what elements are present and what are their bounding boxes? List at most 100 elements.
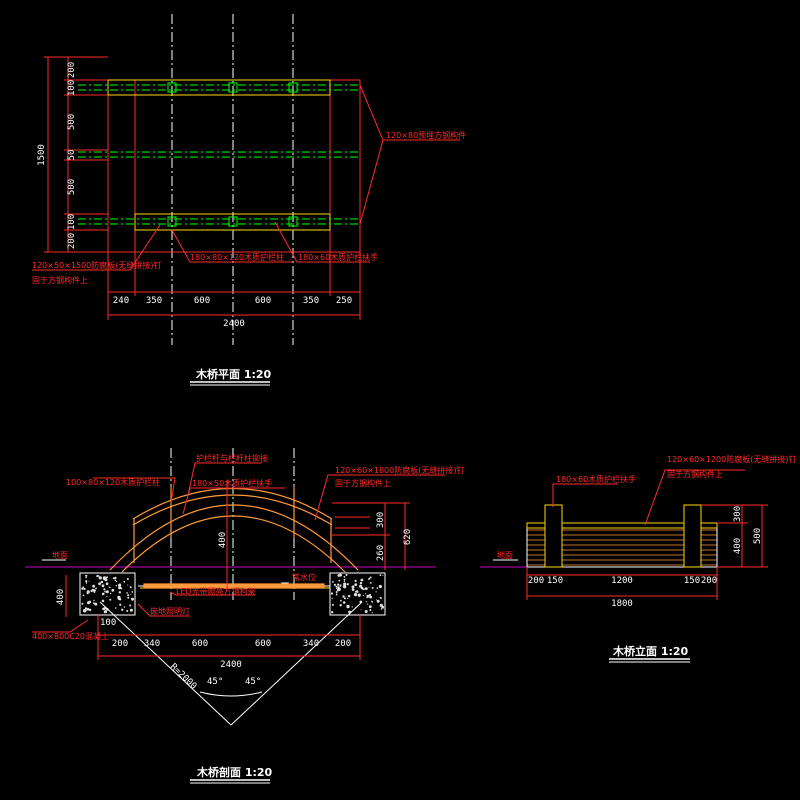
plan-label-rail: 180×60木质护栏扶手 [298, 252, 378, 262]
hatch-dot [379, 574, 382, 576]
hatch-dot [343, 580, 346, 582]
section-footing-right [329, 572, 386, 616]
section-angle-arc [199, 691, 263, 697]
hatch-dot [98, 582, 101, 586]
elevation-dim-bottom: 150 [684, 576, 700, 586]
elevation-dim-right-text: 400 [733, 538, 743, 554]
plan-rail-bottom [134, 213, 331, 231]
hatch-dot [343, 576, 346, 578]
hatch-dot [105, 582, 109, 585]
section-dim-bottom: 600 [192, 639, 208, 649]
hatch-dot [119, 603, 122, 606]
plan-dim-bottom: 600 [194, 296, 210, 306]
hatch-dot [94, 602, 98, 606]
elevation-view: 地面 300 400 500 200 150 1200 150 200 1800… [480, 454, 796, 663]
hatch-dot [95, 587, 97, 590]
hatch-dot [375, 599, 377, 601]
plan-leader [32, 224, 161, 271]
section-label-footing: 400×800C20混凝土 [32, 631, 109, 641]
hatch-dot [344, 597, 346, 600]
hatch-dot [371, 600, 373, 602]
hatch-dot [126, 610, 129, 612]
plan-rail-top [107, 79, 331, 96]
hatch-dot [380, 608, 383, 610]
elevation-dim-bottom: 1200 [611, 576, 633, 586]
hatch-dot [360, 586, 364, 590]
elevation-dim-bottom: 200 [701, 576, 717, 586]
hatch-dot [109, 586, 111, 589]
elevation-label-ground: 地面 [497, 550, 513, 560]
elevation-deck-top [526, 522, 718, 529]
hatch-dot [382, 575, 384, 576]
plan-dim-left-total: 1500 [37, 144, 47, 166]
section-dim-right: 300 [376, 512, 386, 528]
hatch-dot [127, 594, 130, 597]
hatch-dot [371, 587, 374, 589]
hatch-dot [83, 587, 86, 591]
plan-title: 木桥平面 1:20 [195, 367, 272, 381]
hatch-dot [112, 577, 115, 580]
hatch-dot [351, 585, 355, 589]
plan-post [167, 216, 177, 227]
hatch-dot [376, 587, 379, 589]
hatch-dot [85, 580, 88, 583]
hatch-dot [131, 599, 134, 601]
hatch-dot [335, 585, 338, 588]
hatch-dot [343, 582, 347, 586]
hatch-dot [93, 599, 95, 602]
section-dim-bottom: 200 [112, 639, 128, 649]
plan-post [228, 216, 238, 227]
hatch-dot [106, 595, 108, 597]
plan-leader [171, 229, 292, 263]
plan-dim-left: 500 [67, 114, 77, 130]
hatch-dot [85, 574, 88, 577]
plan-post [228, 82, 238, 93]
plan-dim-left: 100 [67, 80, 77, 96]
section-dim-bottom: 600 [255, 639, 271, 649]
hatch-dot [331, 603, 334, 606]
hatch-dot [371, 612, 373, 614]
section-radius: R=2000 [168, 662, 198, 692]
section-angle-right: 45° [245, 677, 261, 687]
hatch-dot [81, 602, 84, 605]
hatch-dot [85, 582, 88, 584]
hatch-dot [101, 599, 105, 603]
section-leader [182, 487, 285, 515]
section-label-water: 常水位 [292, 572, 316, 582]
hatch-dot [356, 590, 359, 593]
hatch-dot [86, 592, 89, 595]
hatch-dot [351, 588, 355, 591]
hatch-dot [104, 590, 106, 593]
section-label-deck: 固于方钢构件上 [335, 478, 391, 488]
hatch-dot [367, 603, 369, 605]
hatch-dot [93, 602, 95, 604]
elevation-label-deck: 120×60×1200防腐板(无缝拼接)钉 [667, 454, 796, 464]
plan-dim-bottom-total: 2400 [223, 319, 245, 329]
hatch-dot [101, 584, 105, 588]
section-led-strip [143, 583, 325, 589]
hatch-dot [347, 597, 349, 600]
hatch-dot [129, 608, 133, 612]
elevation-leader [552, 483, 618, 507]
hatch-dot [354, 583, 358, 586]
hatch-dot [345, 574, 348, 576]
hatch-dot [359, 584, 363, 588]
hatch-dot [117, 595, 121, 600]
hatch-dot [363, 588, 366, 590]
hatch-dot [357, 593, 361, 597]
elevation-post-right [683, 504, 702, 568]
hatch-dot [115, 580, 118, 583]
hatch-dot [88, 580, 90, 582]
section-dim-vertical-text: 400 [218, 532, 228, 548]
section-dim-right: 260 [376, 545, 386, 561]
section-arch-inner [121, 515, 346, 573]
hatch-dot [118, 591, 122, 594]
hatch-dot [121, 608, 124, 611]
hatch-dot [369, 609, 372, 612]
hatch-dot [338, 579, 341, 582]
hatch-dot [118, 586, 122, 590]
section-footing-hatch [81, 573, 385, 614]
hatch-dot [338, 587, 341, 590]
hatch-dot [364, 610, 368, 613]
section-dim-left-text: 400 [56, 589, 66, 605]
